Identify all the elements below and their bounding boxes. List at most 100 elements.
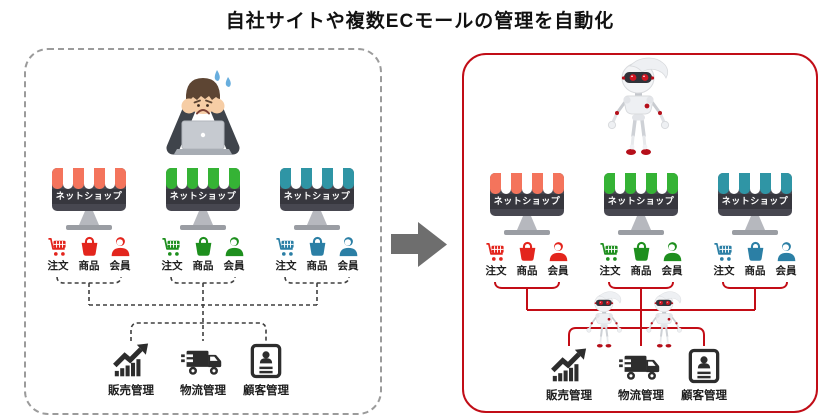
monitor-base xyxy=(732,230,778,235)
shopping-bag-icon xyxy=(192,235,215,258)
customer-management: 顧客管理 xyxy=(669,348,739,403)
shop-unit: ネットショップ 注文 商品 会員 xyxy=(262,168,372,273)
member-label: 会員 xyxy=(109,260,131,272)
shop-name: ネットショップ xyxy=(280,189,354,204)
growth-chart-icon xyxy=(112,343,150,379)
shop-monitor: ネットショップ xyxy=(490,173,564,216)
growth-chart-icon xyxy=(550,348,588,384)
after-panel: ネットショップ 注文 商品 会員 ネットショップ 注文 商品 会員 xyxy=(462,53,818,413)
member-label: 会員 xyxy=(337,260,359,272)
order-label: 注文 xyxy=(275,260,297,272)
shop-data-icons: 注文 商品 会員 xyxy=(34,235,144,273)
logistics-management: 物流管理 xyxy=(168,343,238,398)
monitor-stand xyxy=(193,211,213,225)
before-panel: ネットショップ 注文 商品 会員 ネットショップ 注文 商品 会員 xyxy=(24,48,382,415)
product-label: 商品 xyxy=(744,265,766,277)
logistics-management-label: 物流管理 xyxy=(180,385,226,397)
order-label: 注文 xyxy=(485,265,507,277)
person-icon xyxy=(775,240,798,263)
shopping-bag-icon xyxy=(516,240,539,263)
robot-worker-icon xyxy=(582,291,628,351)
product-label: 商品 xyxy=(78,260,100,272)
cart-icon xyxy=(599,240,622,263)
truck-icon xyxy=(181,348,225,379)
robot-worker-icon xyxy=(642,291,688,351)
shop-awning xyxy=(166,168,240,189)
product-label: 商品 xyxy=(192,260,214,272)
shopping-bag-icon xyxy=(78,235,101,258)
shop-unit: ネットショップ 注文 商品 会員 xyxy=(586,173,696,278)
monitor-base xyxy=(504,230,550,235)
monitor-stand xyxy=(745,216,765,230)
shop-unit: ネットショップ 注文 商品 会員 xyxy=(34,168,144,273)
shop-awning xyxy=(490,173,564,194)
truck-icon xyxy=(619,353,663,384)
shop-name: ネットショップ xyxy=(166,189,240,204)
cart-icon xyxy=(713,240,736,263)
right-arrow-icon xyxy=(391,221,449,268)
member-label: 会員 xyxy=(775,265,797,277)
id-card-icon xyxy=(250,343,282,379)
shop-monitor: ネットショップ xyxy=(166,168,240,211)
shop-name: ネットショップ xyxy=(490,194,564,209)
shop-awning xyxy=(604,173,678,194)
shop-unit: ネットショップ 注文 商品 会員 xyxy=(472,173,582,278)
worried-person-at-laptop-icon xyxy=(153,64,253,158)
monitor-stand xyxy=(517,216,537,230)
cart-icon xyxy=(485,240,508,263)
cart-icon xyxy=(47,235,70,258)
product-label: 商品 xyxy=(516,265,538,277)
cart-icon xyxy=(275,235,298,258)
product-label: 商品 xyxy=(306,260,328,272)
customer-management: 顧客管理 xyxy=(231,343,301,398)
id-card-icon xyxy=(688,348,720,384)
order-label: 注文 xyxy=(599,265,621,277)
shop-data-icons: 注文 商品 会員 xyxy=(586,240,696,278)
shopping-bag-icon xyxy=(630,240,653,263)
order-label: 注文 xyxy=(47,260,69,272)
sales-management-label: 販売管理 xyxy=(108,385,154,397)
shop-awning xyxy=(718,173,792,194)
shop-data-icons: 注文 商品 会員 xyxy=(700,240,810,278)
customer-management-label: 顧客管理 xyxy=(243,385,289,397)
sales-management-label: 販売管理 xyxy=(546,390,592,402)
customer-management-label: 顧客管理 xyxy=(681,390,727,402)
order-label: 注文 xyxy=(161,260,183,272)
shop-name: ネットショップ xyxy=(52,189,126,204)
page-title: 自社サイトや複数ECモールの管理を自動化 xyxy=(225,11,615,32)
monitor-base xyxy=(618,230,664,235)
shopping-bag-icon xyxy=(744,240,767,263)
shop-unit: ネットショップ 注文 商品 会員 xyxy=(700,173,810,278)
shop-unit: ネットショップ 注文 商品 会員 xyxy=(148,168,258,273)
person-icon xyxy=(337,235,360,258)
monitor-stand xyxy=(79,211,99,225)
robot-character-icon xyxy=(600,57,680,161)
sales-management: 販売管理 xyxy=(96,343,166,398)
person-icon xyxy=(223,235,246,258)
shop-monitor: ネットショップ xyxy=(604,173,678,216)
member-label: 会員 xyxy=(547,265,569,277)
monitor-base xyxy=(180,225,226,230)
cart-icon xyxy=(161,235,184,258)
shop-data-icons: 注文 商品 会員 xyxy=(472,240,582,278)
monitor-stand xyxy=(631,216,651,230)
logistics-management-label: 物流管理 xyxy=(618,390,664,402)
product-label: 商品 xyxy=(630,265,652,277)
monitor-stand xyxy=(307,211,327,225)
shop-name: ネットショップ xyxy=(718,194,792,209)
member-label: 会員 xyxy=(223,260,245,272)
member-label: 会員 xyxy=(661,265,683,277)
shop-monitor: ネットショップ xyxy=(280,168,354,211)
shop-data-icons: 注文 商品 会員 xyxy=(148,235,258,273)
sales-management: 販売管理 xyxy=(534,348,604,403)
monitor-base xyxy=(66,225,112,230)
person-icon xyxy=(547,240,570,263)
person-icon xyxy=(109,235,132,258)
monitor-base xyxy=(294,225,340,230)
shopping-bag-icon xyxy=(306,235,329,258)
shop-awning xyxy=(52,168,126,189)
shop-name: ネットショップ xyxy=(604,194,678,209)
shop-monitor: ネットショップ xyxy=(718,173,792,216)
shop-monitor: ネットショップ xyxy=(52,168,126,211)
